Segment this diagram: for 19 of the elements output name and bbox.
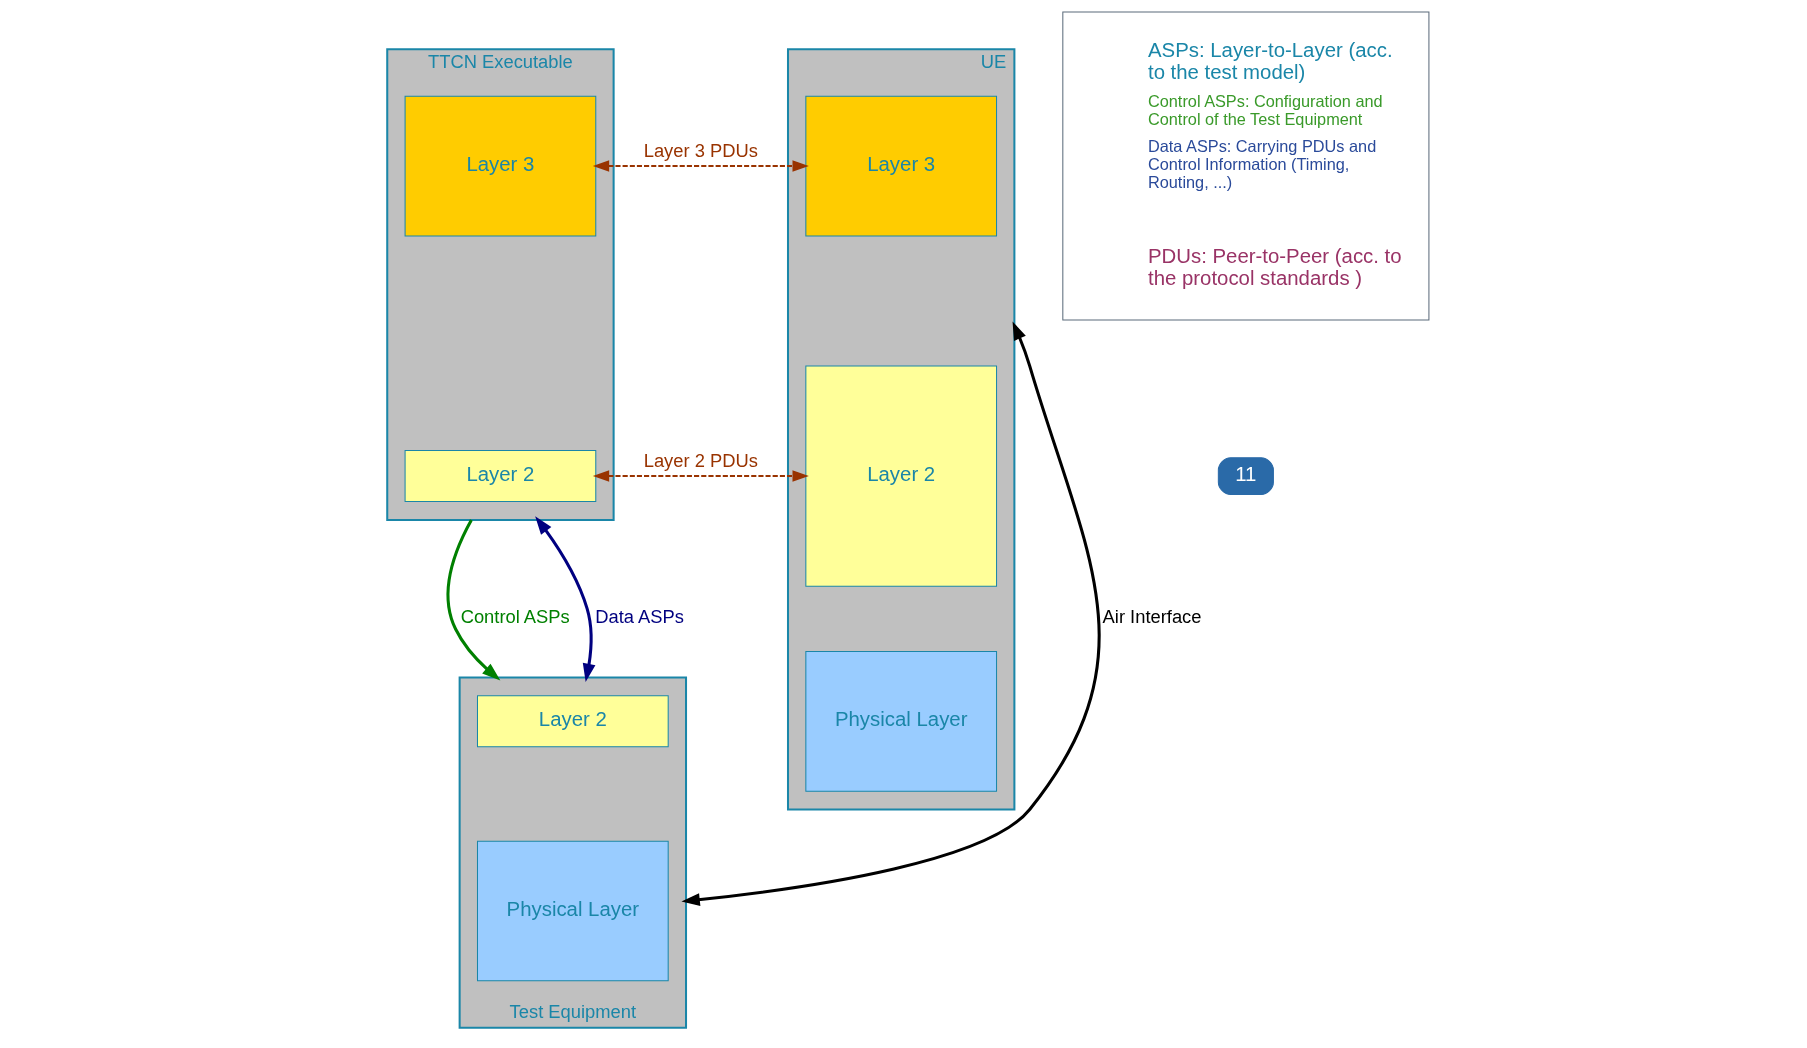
- node-box: Physical Layer: [804, 650, 997, 792]
- edge-label: Layer 2 PDUs: [643, 450, 758, 472]
- edge-label: Air Interface: [1102, 606, 1202, 628]
- arrow: [446, 519, 500, 681]
- arrow: [592, 470, 809, 482]
- node-box: Layer 3: [804, 95, 997, 237]
- arrow: [534, 516, 595, 682]
- node-box: Layer 2: [404, 450, 596, 503]
- node-box: ASPs: Layer-to-Layer (acc. to the test model) Control ASPs: Configuration and Control of the Test Equipment Data ASPs: Carrying PDUs and Control Information (Timing, Routing, ...) PDUs: Peer-to-Peer (acc. to the protocol standards ): [1061, 11, 1429, 321]
- arrow: [592, 160, 809, 172]
- label: 11: [1234, 463, 1256, 486]
- node-box: Layer 2: [476, 695, 669, 748]
- node-box: Layer 3: [404, 95, 596, 237]
- arrow: [680, 321, 1100, 906]
- edge-label: Data ASPs: [594, 606, 684, 628]
- edge-label: Control ASPs: [460, 606, 570, 628]
- node-box: Physical Layer: [476, 840, 669, 982]
- node-box: Layer 2: [804, 365, 997, 587]
- edge-label: Layer 3 PDUs: [643, 140, 758, 162]
